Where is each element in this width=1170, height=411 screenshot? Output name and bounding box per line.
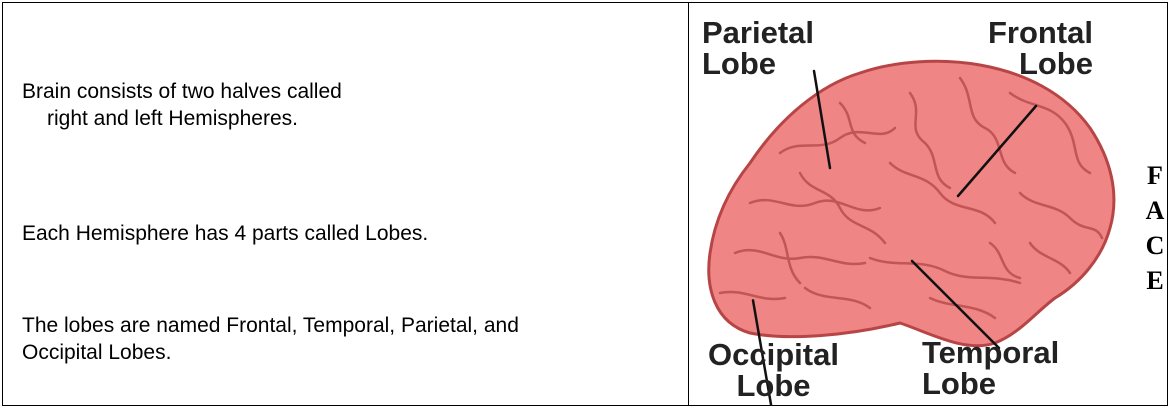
face-letter-f: F [1143,158,1167,193]
face-letter-a: A [1143,193,1167,228]
frontal-label: Frontal Lobe [966,17,1093,79]
parietal-label: Parietal Lobe [702,17,814,79]
temporal-label: Temporal Lobe [922,337,1059,399]
brain-diagram: Parietal Lobe Frontal Lobe Occipital Lob… [690,3,1168,406]
paragraph-hemispheres: Brain consists of two halves called righ… [22,78,342,132]
frontal-label-word: Frontal [988,15,1093,50]
temporal-label-word: Temporal [922,335,1059,370]
occipital-label: Occipital Lobe [707,339,840,401]
brain-shape [709,61,1114,345]
frontal-label-lobe: Lobe [1019,46,1093,81]
paragraph-lobe-names: The lobes are named Frontal, Temporal, P… [22,312,682,366]
face-letter-c: C [1143,228,1167,263]
face-direction-label: F A C E [1143,158,1167,298]
parietal-label-word: Parietal [702,15,814,50]
hemispheres-line-1: Brain consists of two halves called [22,80,342,103]
lobe-names-line-1: The lobes are named Frontal, Temporal, P… [22,314,519,337]
hemispheres-line-2: right and left Hemispheres. [22,105,342,132]
occipital-label-lobe: Lobe [736,368,810,403]
panel-divider [688,2,689,406]
temporal-label-lobe: Lobe [922,366,996,401]
face-letter-e: E [1143,263,1167,298]
paragraph-lobes-count: Each Hemisphere has 4 parts called Lobes… [22,220,428,247]
parietal-label-lobe: Lobe [702,46,776,81]
occipital-label-word: Occipital [708,337,839,372]
lobe-names-line-2: Occipital Lobes. [22,341,171,364]
